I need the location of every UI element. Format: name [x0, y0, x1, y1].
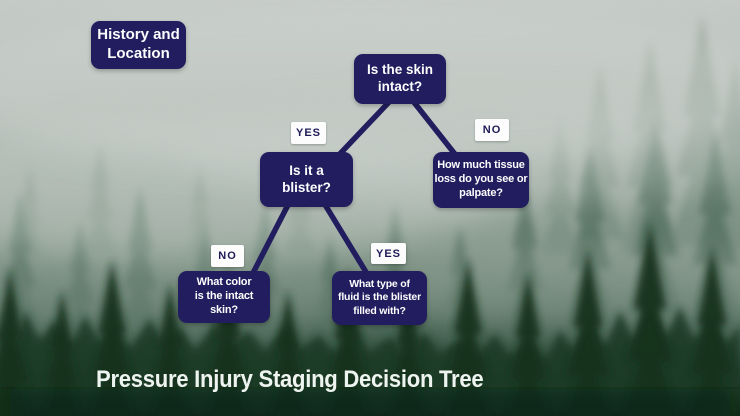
tag-blister-no: NO: [211, 245, 244, 267]
node-intact-skin-color: What color is the intact skin?: [178, 271, 270, 323]
node-blister-fluid-type: What type of fluid is the blister filled…: [332, 271, 427, 325]
tag-root-yes: YES: [291, 122, 326, 144]
slide-title: Pressure Injury Staging Decision Tree: [96, 366, 484, 393]
tag-blister-yes: YES: [371, 243, 406, 264]
edge-blister-no: [248, 200, 292, 280]
node-is-it-a-blister: Is it a blister?: [260, 152, 353, 207]
tag-root-no: NO: [475, 119, 509, 141]
node-is-skin-intact: Is the skin intact?: [354, 54, 446, 104]
edge-root-no: [410, 98, 461, 161]
edge-blister-yes: [321, 200, 372, 280]
badge-history-and-location: History and Location: [91, 21, 186, 69]
node-tissue-loss: How much tissue loss do you see or palpa…: [433, 152, 529, 208]
edge-root-yes: [333, 98, 393, 161]
